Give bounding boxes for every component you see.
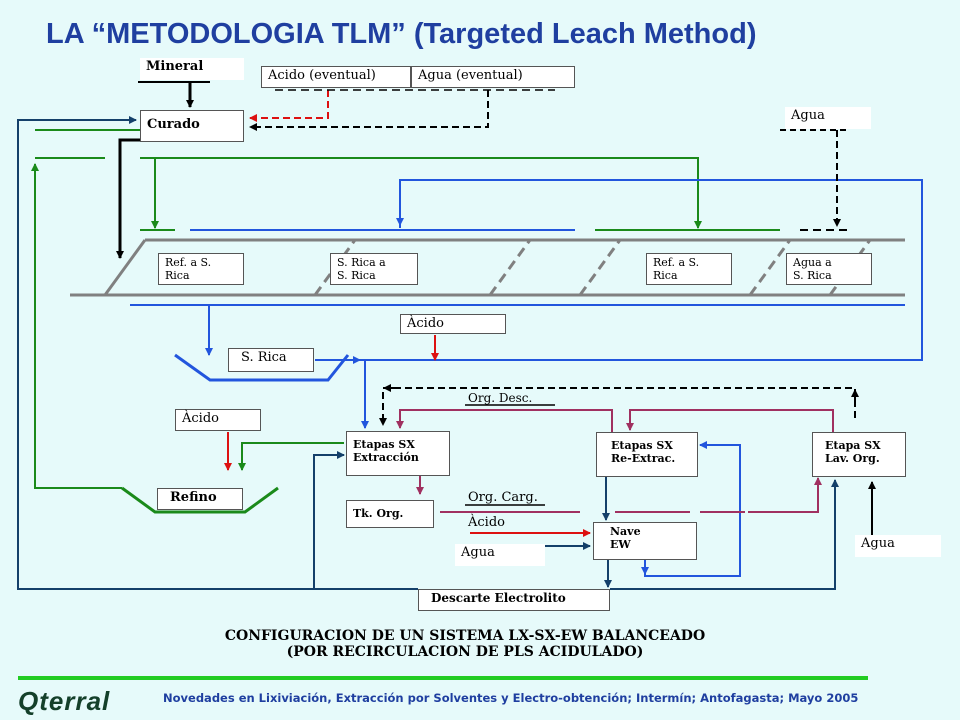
agua-bottom-right-box: Agua xyxy=(855,535,941,557)
refino-pond xyxy=(121,486,279,514)
etapas-sx-reextrac-box: Etapas SX Re-Extrac. xyxy=(596,432,698,477)
agua-bottom-left-box: Agua xyxy=(455,544,545,566)
etapa-sx-lav-org-box: Etapa SX Lav. Org. xyxy=(812,432,906,477)
dashed-org-return xyxy=(379,387,856,426)
tk-org-box: Tk. Org. xyxy=(346,500,434,528)
footer-divider xyxy=(18,676,868,680)
acido-ew-label: Àcido xyxy=(468,515,505,530)
caption-line1: CONFIGURACION DE UN SISTEMA LX-SX-EW BAL… xyxy=(224,628,706,644)
arrow-acido-curado xyxy=(249,90,329,122)
acido-mid-box: Àcido xyxy=(400,314,506,334)
navy-descarte-sx xyxy=(313,451,345,589)
agua-top-box: Agua xyxy=(785,107,871,129)
arrow-agua-curado xyxy=(249,90,489,131)
green-refino-loop xyxy=(31,163,122,489)
ref-srica-2-box: Ref. a S. Rica xyxy=(646,253,732,285)
org-desc-label: Org. Desc. xyxy=(468,391,533,405)
ref-srica-1-box: Ref. a S. Rica xyxy=(158,253,244,285)
s-rica-box: S. Rica xyxy=(228,348,314,372)
loop-navy-right xyxy=(610,479,839,590)
agua-srica-box: Agua a S. Rica xyxy=(786,253,872,285)
terral-logo: Qterral xyxy=(18,686,111,716)
purple-org-desc xyxy=(396,409,613,432)
acido-left-box: Àcido xyxy=(175,409,261,431)
page-title: LA “METODOLOGIA TLM” (Targeted Leach Met… xyxy=(46,18,757,50)
org-carg-label: Org. Carg. xyxy=(468,490,538,505)
etapas-sx-extraccion-box: Etapas SX Extracción xyxy=(346,431,450,476)
nave-ew-box: Nave EW xyxy=(593,522,697,560)
refino-box: Refino xyxy=(157,488,243,510)
agua-eventual-box: Agua (eventual) xyxy=(411,66,575,88)
green-sx-to-refino xyxy=(238,442,344,471)
loop-navy-left xyxy=(17,116,418,590)
mineral-box: Mineral xyxy=(140,58,244,80)
srica-srica-box: S. Rica a S. Rica xyxy=(330,253,418,285)
curado-box: Curado xyxy=(140,110,244,142)
arrow-curado-heap xyxy=(116,138,140,259)
purple-lav-reextrac xyxy=(626,409,834,432)
purple-to-lav xyxy=(748,477,822,513)
blue-pond xyxy=(174,353,350,382)
green-to-heap-1 xyxy=(140,157,702,229)
caption-line2: (POR RECIRCULACION DE PLS ACIDULADO) xyxy=(286,644,644,660)
footer-text: Novedades en Lixiviación, Extracción por… xyxy=(163,691,859,705)
descarte-electrolito-box: Descarte Electrolito xyxy=(418,589,610,611)
acido-eventual-box: Acido (eventual) xyxy=(261,66,411,88)
